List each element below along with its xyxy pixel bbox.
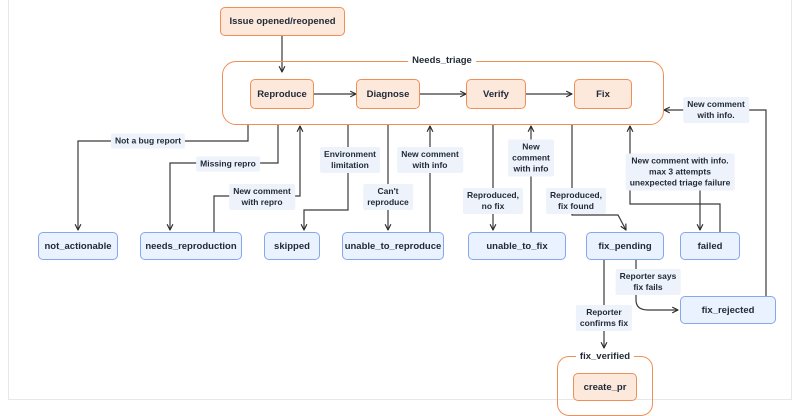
edge-label-new-comment-info-2: New comment with info [508, 139, 554, 177]
edge-label-new-comment-info-rejected: New comment with info. [683, 97, 749, 123]
node-verify: Verify [466, 79, 526, 109]
edge-new-comment-repro [213, 126, 300, 234]
edge-label-reproduced-no-fix: Reproduced, no fix [463, 188, 523, 214]
node-unable-to-reproduce: unable_to_reproduce [342, 232, 444, 260]
edge-label-reporter-fix-fails: Reporter says fix fails [615, 269, 681, 295]
edge-label-reporter-confirms: Reporter confirms fix [575, 305, 633, 331]
edge-env-limitation [304, 124, 349, 230]
edge-label-env-limitation: Environment limitation [320, 147, 380, 173]
node-create-pr: create_pr [573, 373, 637, 401]
edge-label-new-comment-info-failed: New comment with info. max 3 attempts un… [625, 153, 735, 191]
node-fix-rejected: fix_rejected [680, 296, 776, 324]
edge-label-reproduced-fix-found: Reproduced, fix found [546, 188, 606, 214]
edge-label-new-comment-info-1: New comment with info [397, 147, 463, 173]
node-skipped: skipped [264, 232, 320, 260]
node-failed: failed [680, 232, 740, 260]
group-label-needs-triage: Needs_triage [408, 55, 476, 66]
edge-reproduced-fix-found [571, 124, 626, 230]
group-label-fix-verified: fix_verified [575, 351, 635, 362]
node-not-actionable: not_actionable [38, 232, 118, 260]
edge-missing-repro [170, 124, 279, 230]
edge-label-not-bug: Not a bug report [110, 133, 186, 149]
node-unable-to-fix: unable_to_fix [468, 232, 566, 260]
node-needs-reproduction: needs_reproduction [140, 232, 242, 260]
edge-reporter-fix-fails [635, 260, 678, 310]
node-fix-pending: fix_pending [586, 232, 664, 260]
node-fix: Fix [574, 79, 632, 109]
edge-label-missing-repro: Missing repro [196, 156, 260, 172]
node-reproduce: Reproduce [250, 79, 314, 109]
node-diagnose: Diagnose [356, 79, 420, 109]
node-issue-opened: Issue opened/reopened [220, 7, 345, 36]
edge-label-new-comment-repro: New comment with repro [229, 184, 295, 210]
edge-label-cant-reproduce: Can't reproduce [363, 184, 413, 210]
